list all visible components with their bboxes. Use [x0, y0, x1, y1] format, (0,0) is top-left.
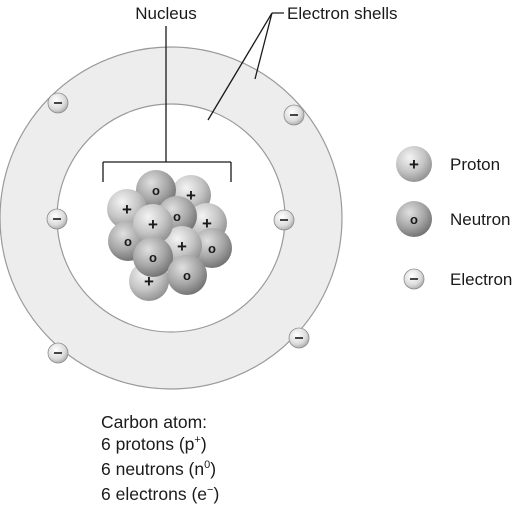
svg-text:o: o: [173, 209, 181, 224]
electrons: [46, 92, 310, 364]
legend: + Proton o Neutron Electron: [396, 146, 512, 290]
legend-electron-label: Electron: [450, 270, 512, 289]
neutron-5: o: [133, 237, 173, 277]
neutron-icon: [396, 201, 432, 237]
electron-shells-label: Electron shells: [287, 4, 398, 23]
neutron-2: o: [192, 228, 232, 268]
electron-6: [47, 342, 69, 364]
electron-4: [273, 209, 295, 231]
svg-text:+: +: [148, 215, 158, 234]
svg-text:+: +: [409, 155, 419, 174]
svg-text:+: +: [144, 272, 154, 291]
nucleus: + o + + o o o + + + o o: [107, 170, 232, 301]
legend-proton-label: Proton: [450, 155, 500, 174]
caption-neutrons: 6 neutrons (n0): [101, 459, 217, 479]
svg-text:+: +: [122, 200, 132, 219]
caption-protons: 6 protons (p+): [101, 434, 207, 454]
nucleus-label: Nucleus: [135, 4, 196, 23]
electron-5: [288, 327, 310, 349]
neutron-6: o: [167, 255, 207, 295]
electron-2: [283, 104, 305, 126]
svg-text:o: o: [149, 250, 157, 265]
svg-text:+: +: [202, 214, 212, 233]
caption-title: Carbon atom:: [101, 412, 208, 432]
proton-5: +: [133, 204, 173, 244]
svg-text:+: +: [186, 186, 196, 205]
svg-text:o: o: [124, 234, 132, 249]
svg-text:o: o: [183, 268, 191, 283]
nucleus-bracket: [102, 26, 232, 182]
legend-neutron-label: Neutron: [450, 210, 510, 229]
legend-proton: + Proton: [396, 146, 500, 182]
svg-text:o: o: [410, 212, 418, 227]
electron-1: [47, 92, 69, 114]
legend-electron: Electron: [403, 268, 512, 290]
carbon-atom-caption: Carbon atom: 6 protons (p+) 6 neutrons (…: [101, 411, 219, 508]
svg-text:+: +: [177, 237, 187, 256]
electron-3: [46, 208, 68, 230]
electron-shells-pointer: [207, 12, 284, 121]
legend-neutron: o Neutron: [396, 201, 510, 237]
proton-icon: [396, 146, 432, 182]
svg-text:o: o: [208, 241, 216, 256]
svg-text:o: o: [152, 183, 160, 198]
caption-electrons: 6 electrons (e−): [101, 484, 220, 504]
